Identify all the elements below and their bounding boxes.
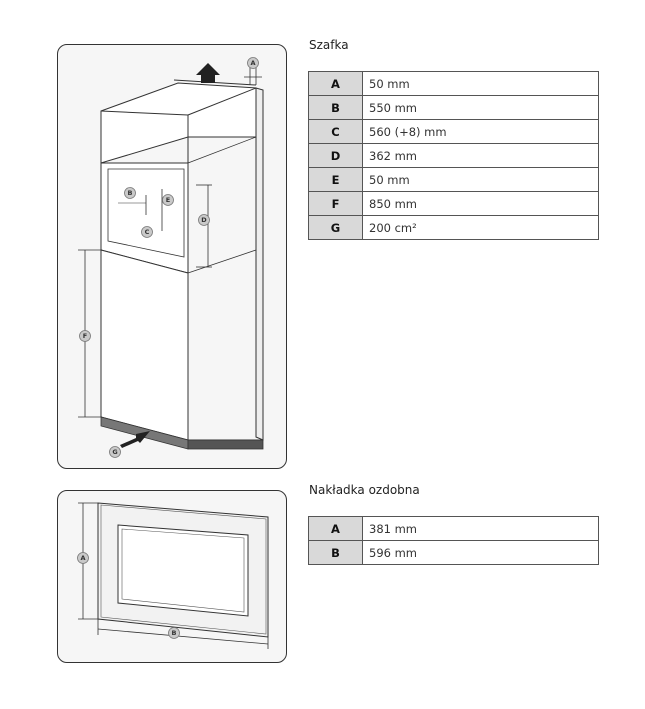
cabinet-diagram: A B E D C F G <box>78 57 264 458</box>
dimension-key: B <box>308 540 363 565</box>
dimension-value: 362 mm <box>362 143 599 168</box>
svg-text:A: A <box>250 59 255 67</box>
dimension-key: B <box>308 95 363 120</box>
dimension-value: 200 cm² <box>362 215 599 240</box>
label-marker-d: D <box>198 214 210 226</box>
dimension-key: A <box>308 516 363 541</box>
label-marker-c: C <box>141 226 153 238</box>
dimension-value: 50 mm <box>362 167 599 192</box>
svg-text:B: B <box>128 189 133 197</box>
label-marker-g: G <box>109 446 121 458</box>
svg-text:D: D <box>201 216 207 224</box>
dimension-value: 50 mm <box>362 71 599 96</box>
svg-text:F: F <box>83 332 87 340</box>
label-marker-b: B <box>168 627 180 639</box>
svg-text:G: G <box>112 448 117 456</box>
svg-text:C: C <box>145 228 150 236</box>
airflow-in-arrow-icon <box>120 431 150 448</box>
dimension-key: G <box>308 215 363 240</box>
dimension-value: 850 mm <box>362 191 599 216</box>
label-marker-e: E <box>162 194 174 206</box>
label-marker-a: A <box>77 552 89 564</box>
airflow-up-arrow-icon <box>196 63 220 83</box>
dimension-value: 381 mm <box>362 516 599 541</box>
dimension-key: E <box>308 167 363 192</box>
trim-section-title: Nakładka ozdobna <box>309 483 420 497</box>
trim-diagram: A B <box>77 502 269 649</box>
trim-diagram-panel: A B <box>57 490 287 663</box>
label-marker-b: B <box>124 187 136 199</box>
svg-text:A: A <box>80 554 85 562</box>
dimension-value: 596 mm <box>362 540 599 565</box>
dimension-key: C <box>308 119 363 144</box>
svg-text:E: E <box>166 196 170 204</box>
dimension-value: 550 mm <box>362 95 599 120</box>
dimension-value: 560 (+8) mm <box>362 119 599 144</box>
dimension-key: A <box>308 71 363 96</box>
label-marker-f: F <box>79 330 91 342</box>
dimension-key: F <box>308 191 363 216</box>
label-marker-a: A <box>247 57 259 69</box>
cabinet-diagram-panel: A B E D C F G <box>57 44 287 469</box>
svg-text:B: B <box>172 629 177 637</box>
dimension-key: D <box>308 143 363 168</box>
cabinet-section-title: Szafka <box>309 38 349 52</box>
